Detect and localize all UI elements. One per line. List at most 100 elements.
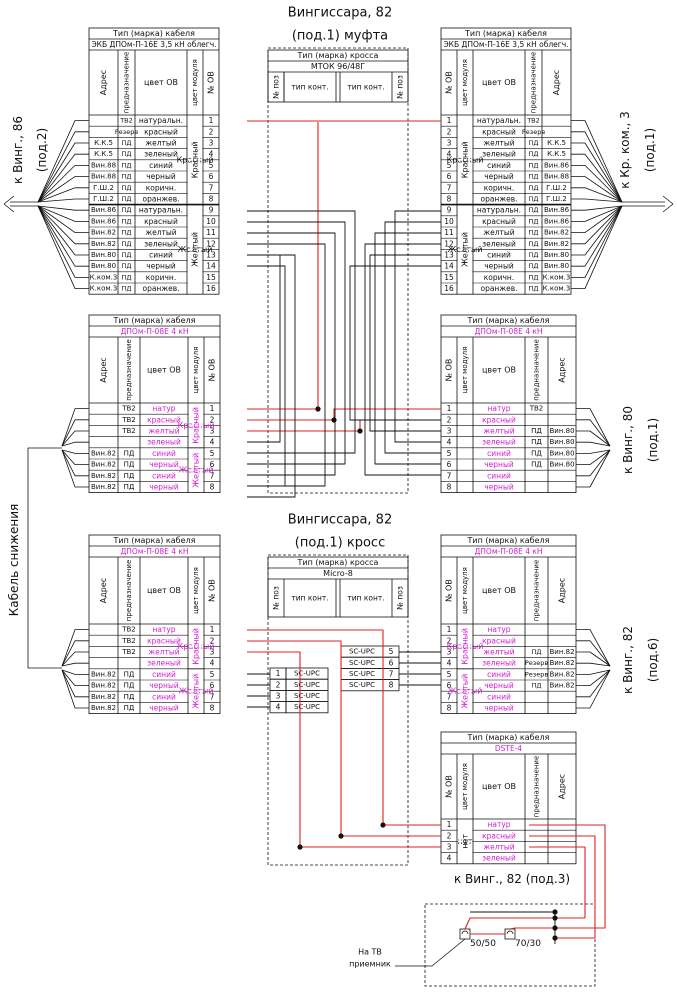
address-cell: Вин.86 xyxy=(91,206,117,214)
fiber-number: 1 xyxy=(210,404,215,413)
position-number: 7 xyxy=(389,670,394,679)
tv-receiver-label: приемник xyxy=(349,960,391,969)
column-header: цвет модуля xyxy=(191,59,199,106)
cable-table-frame xyxy=(88,314,221,494)
fiber-number: 8 xyxy=(210,483,215,492)
fiber-fan-line xyxy=(61,629,89,667)
fiber-color-cell: черный xyxy=(484,262,514,271)
purpose-cell: ПД xyxy=(122,173,132,181)
fiber-number: 3 xyxy=(447,427,452,436)
address-cell: Вин.86 xyxy=(544,217,570,225)
column-header: цвет модуля xyxy=(461,567,469,614)
cable-table-frame xyxy=(440,314,577,494)
fiber-fan-line xyxy=(37,176,89,203)
fiber-route-line xyxy=(247,265,286,487)
purpose-cell: ПД xyxy=(529,285,539,293)
fiber-fan-line xyxy=(571,205,623,234)
fiber-fan-line xyxy=(576,640,611,667)
purpose-cell: ПД xyxy=(529,161,539,169)
address-cell: Вин.86 xyxy=(544,206,570,214)
address-cell: Вин.82 xyxy=(544,229,569,237)
fiber-fan-line xyxy=(61,449,89,477)
purpose-cell: ПД xyxy=(531,427,542,435)
column-header: Адрес xyxy=(99,578,108,603)
address-cell: Г.Ш.2 xyxy=(546,184,567,192)
purpose-cell: ПД xyxy=(122,273,132,281)
fiber-route-line xyxy=(369,254,441,432)
fiber-fan-line xyxy=(61,441,89,447)
column-header: Адрес xyxy=(552,70,561,95)
column-header: № ОВ xyxy=(445,579,454,602)
purpose-cell: ТВ2 xyxy=(121,416,136,424)
fiber-number: 1 xyxy=(447,116,452,125)
column-header: Адрес xyxy=(558,578,567,603)
address-cell: Вин.80 xyxy=(549,427,574,435)
cable-destination-label: (под.1) xyxy=(646,418,660,462)
fiber-color-cell: зеленый xyxy=(144,239,178,248)
junction-dot xyxy=(552,915,558,921)
fiber-fan-line xyxy=(576,662,611,667)
fiber-number: 12 xyxy=(444,239,454,248)
purpose-cell: ПД xyxy=(529,206,539,214)
fiber-fan-line xyxy=(576,408,611,447)
splitter-icon xyxy=(461,930,469,935)
fiber-color-cell: черный xyxy=(484,460,514,469)
column-header: № поз xyxy=(396,586,405,610)
fiber-route-line xyxy=(374,232,441,465)
red-route-line xyxy=(529,846,586,919)
descent-cable-line xyxy=(27,447,62,669)
fiber-number: 3 xyxy=(210,648,215,657)
address-cell: Вин.80 xyxy=(549,438,574,446)
module-color-label: нет xyxy=(461,834,470,849)
address-cell: Вин.82 xyxy=(91,704,116,712)
purpose-cell: ТВ2 xyxy=(121,637,136,645)
column-header: предназначение xyxy=(533,756,541,818)
fiber-number: 10 xyxy=(206,217,216,226)
address-cell: Вин.82 xyxy=(91,449,116,457)
fiber-number: 11 xyxy=(206,228,216,237)
junction-dot xyxy=(357,428,363,434)
column-header: цвет ОВ xyxy=(482,586,516,595)
address-cell: К.ком.3 xyxy=(543,273,571,281)
fiber-number: 4 xyxy=(210,659,215,668)
purpose-cell: ПД xyxy=(529,251,539,259)
fiber-color-cell: оранжев. xyxy=(142,195,179,204)
fiber-number: 5 xyxy=(447,670,452,679)
fiber-number: 4 xyxy=(447,150,452,159)
fiber-fan-line xyxy=(61,651,89,667)
fiber-color-cell: желтый xyxy=(483,648,514,657)
fiber-fan-line xyxy=(576,449,611,488)
cable-name-text: ДПОм-П-08Е 4 кН xyxy=(120,547,188,556)
fiber-fan-line xyxy=(61,669,89,675)
cable-type-header: Тип (марка) кабеля xyxy=(112,29,195,38)
splitter-dashed-outline xyxy=(424,903,596,987)
connector-type: SC-UPC xyxy=(294,670,320,678)
address-cell: Вин.82 xyxy=(544,240,569,248)
junction-dot xyxy=(338,833,344,839)
fiber-number: 7 xyxy=(447,183,452,192)
cable-arrow xyxy=(662,195,674,205)
fiber-color-cell: натуральн. xyxy=(139,116,183,125)
purpose-cell: ПД xyxy=(122,262,132,270)
purpose-cell: ПД xyxy=(122,285,132,293)
purpose-cell: ПД xyxy=(124,682,135,690)
fiber-number: 3 xyxy=(210,427,215,436)
purpose-cell: ПД xyxy=(124,670,135,678)
fiber-route-line xyxy=(247,221,346,465)
fiber-fan-line xyxy=(571,164,623,203)
fiber-color-cell: синий xyxy=(487,471,511,480)
fiber-color-cell: оранжев. xyxy=(142,284,179,293)
purpose-cell: ТВ2 xyxy=(121,427,136,435)
column-header: Адрес xyxy=(558,357,567,382)
junction-dot xyxy=(315,406,321,412)
fiber-color-cell: красный xyxy=(482,217,516,226)
fiber-number: 4 xyxy=(447,438,452,447)
fiber-fan-line xyxy=(571,131,623,203)
address-cell: Вин.82 xyxy=(91,670,116,678)
address-cell: Вин.82 xyxy=(549,659,574,667)
fiber-fan-line xyxy=(576,449,611,454)
cable-destination-label: к Винг., 80 xyxy=(621,406,635,474)
fiber-fan-line xyxy=(576,669,611,709)
column-header: цвет ОВ xyxy=(147,366,181,375)
address-cell: Г.Ш.2 xyxy=(546,195,567,203)
